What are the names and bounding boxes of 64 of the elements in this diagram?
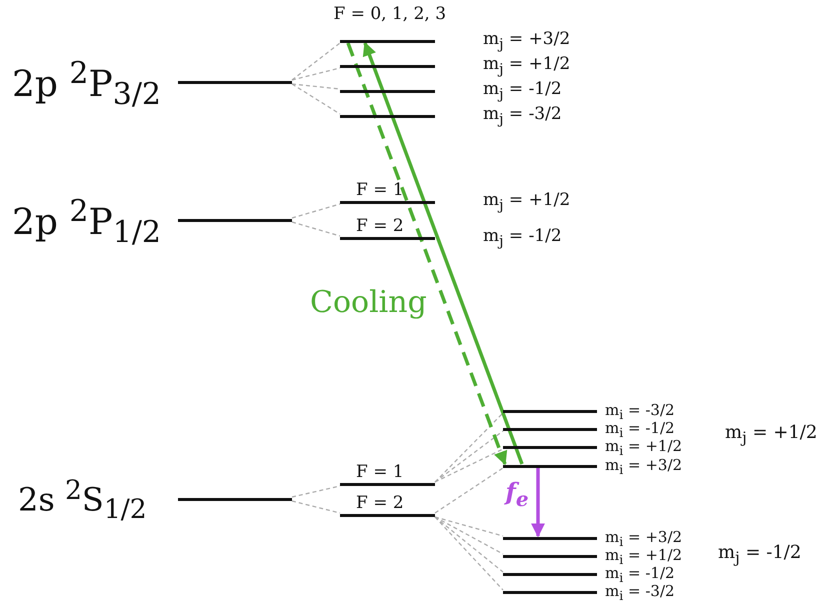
splitting-line (292, 67, 340, 81)
quantum-number-label: m$_{j}$ = -1/2 (483, 80, 562, 102)
energy-level-line (503, 410, 597, 413)
splitting-line (434, 412, 504, 482)
energy-level-line (503, 428, 597, 431)
splitting-line (434, 516, 504, 555)
quantum-number-label: m$_{i}$ = -1/2 (605, 566, 675, 584)
splitting-line (434, 430, 504, 482)
energy-level-line (340, 90, 435, 93)
transition-arrow (531, 468, 545, 538)
quantum-number-label: m$_{i}$ = +1/2 (605, 438, 682, 457)
energy-level-line (178, 498, 292, 501)
quantum-number-label: m$_{i}$ = -1/2 (605, 420, 675, 439)
quantum-number-label: m$_{j}$ = +1/2 (483, 56, 570, 76)
energy-level-line (503, 465, 597, 468)
energy-level-line (503, 555, 597, 558)
quantum-number-label: m$_{i}$ = +3/2 (605, 530, 682, 548)
quantum-number-label: m$_{i}$ = +1/2 (605, 548, 682, 566)
term-label: 2p $^{2}$P$_{1/2}$ (12, 196, 162, 248)
energy-level-line (340, 201, 435, 204)
splitting-line (292, 84, 340, 114)
hyperfine-label: F = 2 (356, 494, 404, 512)
energy-level-line (340, 514, 435, 517)
quantum-number-label: m$_{j}$ = -3/2 (483, 106, 562, 126)
term-label: 2s $^{2}$S$_{1/2}$ (18, 478, 147, 524)
energy-level-line (503, 446, 597, 449)
hyperfine-label: F = 2 (356, 218, 404, 234)
quantum-number-label: m$_{i}$ = +3/2 (605, 458, 682, 476)
quantum-number-label: m$_{i}$ = -3/2 (605, 584, 675, 602)
quantum-number-label: m$_{j}$ = +1/2 (725, 424, 818, 446)
splitting-line (434, 516, 504, 590)
energy-level-line (178, 219, 292, 222)
hyperfine-label: F = 1 (356, 464, 404, 480)
energy-level-line (340, 40, 435, 43)
quantum-number-label: m$_{j}$ = +1/2 (483, 192, 570, 212)
energy-level-line (503, 537, 597, 540)
energy-level-line (503, 591, 597, 594)
energy-level-line (340, 237, 435, 240)
splitting-line (434, 516, 504, 572)
splitting-line (292, 203, 340, 219)
splitting-line (292, 485, 340, 498)
splitting-line (292, 221, 340, 237)
transition-arrow (362, 42, 524, 465)
transition-label: Cooling (310, 288, 427, 318)
quantum-number-label: m$_{j}$ = -1/2 (718, 544, 802, 566)
splitting-line (292, 83, 340, 90)
splitting-line (434, 468, 504, 514)
splitting-line (434, 448, 504, 483)
energy-level-line (503, 573, 597, 576)
energy-level-line (340, 115, 435, 118)
hyperfine-label: F = 1 (356, 182, 404, 198)
energy-level-line (340, 483, 435, 486)
quantum-number-label: m$_{j}$ = -1/2 (483, 228, 562, 248)
splitting-line (292, 42, 340, 80)
hyperfine-label: F = 0, 1, 2, 3 (334, 6, 446, 22)
splitting-line (434, 516, 504, 537)
quantum-number-label: m$_{j}$ = +3/2 (483, 30, 570, 52)
term-label: 2p $^{2}$P$_{3/2}$ (12, 58, 162, 110)
edge-label: f$_{e}$ (506, 480, 529, 508)
energy-level-line (178, 81, 292, 84)
splitting-line (292, 500, 340, 514)
energy-level-line (340, 65, 435, 68)
quantum-number-label: m$_{i}$ = -3/2 (605, 402, 675, 421)
transition-arrow (346, 42, 508, 466)
